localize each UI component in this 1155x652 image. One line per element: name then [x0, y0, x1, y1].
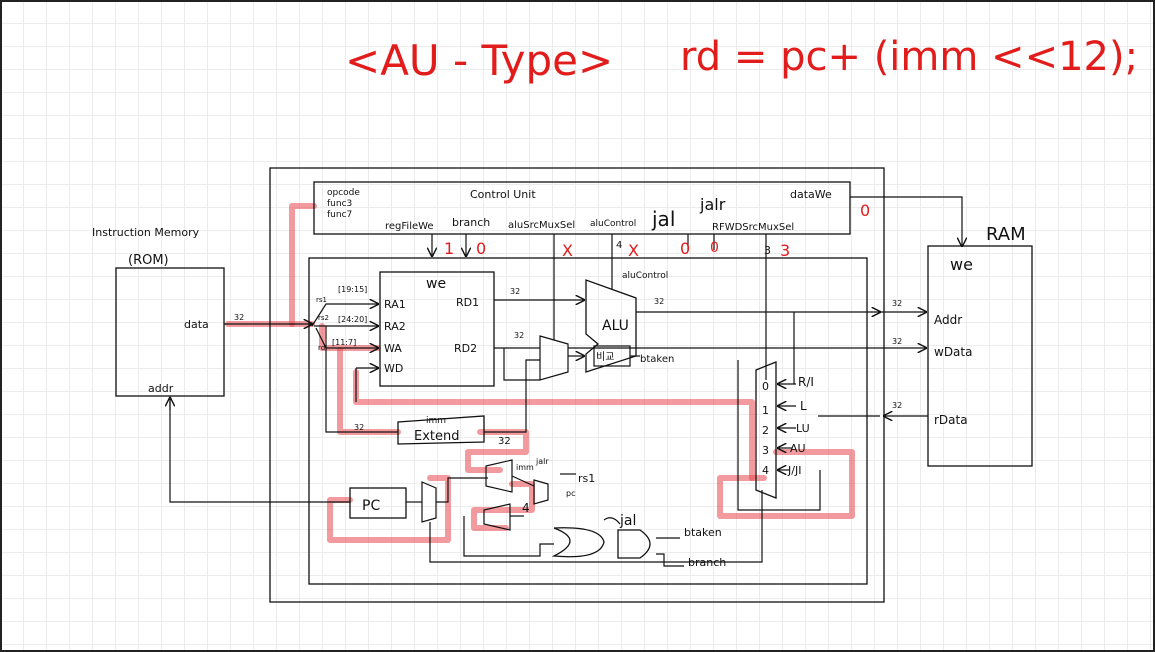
slice-rd: [11:7]: [332, 338, 356, 347]
ram-wdata: wData: [934, 345, 972, 359]
datapath-boundary: [308, 257, 868, 585]
cu-input-func3: func3: [327, 199, 352, 209]
extend-label: Extend: [414, 429, 460, 444]
pc-pc-label: pc: [566, 489, 575, 498]
header: <AU - Type> rd = pc+ (imm <<12);: [345, 34, 1138, 85]
branch-jal-label: jal: [619, 513, 636, 529]
ram-addr-width: 32: [892, 299, 902, 308]
alu-btaken-label: btaken: [640, 354, 674, 365]
value-reg-file-we: 1: [444, 239, 454, 258]
instruction-memory: Instruction Memory (ROM) data addr 32: [92, 226, 350, 503]
alu-control-label: aluControl: [622, 271, 668, 281]
title: <AU - Type>: [345, 36, 613, 85]
mark-rs2: rs2: [318, 314, 329, 322]
mux-index-3: 3: [762, 444, 769, 457]
extend-block: Extend imm 32 32: [354, 359, 540, 447]
port-wa: WA: [384, 342, 402, 355]
port-ra1: RA1: [384, 298, 406, 311]
regfile-we: we: [426, 276, 446, 292]
branch-logic: jal btaken branch: [463, 513, 726, 569]
alu-block: ALU aluControl 비교 btaken 32 32 32: [494, 266, 880, 381]
rom-data-width: 32: [234, 313, 244, 322]
register-file: we RA1 RA2 WA WD RD1 RD2 [19:15] [24:20]…: [311, 271, 495, 433]
signal-alu-control: aluControl: [590, 219, 636, 229]
value-branch: 0: [476, 239, 486, 258]
pc-jalr-label: jalr: [535, 457, 549, 466]
cu-input-func7: func7: [327, 210, 352, 220]
signal-jalr: jalr: [699, 195, 726, 214]
mux-source-jji: J/JI: [787, 464, 801, 477]
port-wd: WD: [384, 362, 403, 375]
mux-index-1: 1: [762, 404, 769, 417]
mux-index-4: 4: [762, 464, 769, 477]
extend-in-width: 32: [354, 423, 364, 432]
extend-out-width: 32: [498, 436, 511, 447]
cpu-boundary: [269, 167, 885, 603]
alu-label: ALU: [602, 318, 629, 334]
width-alu-control: 4: [616, 240, 622, 251]
signal-alu-src-mux-sel: aluSrcMuxSel: [508, 220, 575, 231]
mux-index-0: 0: [762, 380, 769, 393]
ram-rdata: rData: [934, 413, 968, 427]
ram-rdata-width: 32: [892, 401, 902, 410]
branch-btaken-label: btaken: [684, 526, 722, 539]
value-jal: 0: [680, 239, 690, 258]
branch-branch-label: branch: [688, 556, 726, 569]
ram-we: we: [950, 255, 973, 274]
control-unit-title: Control Unit: [470, 188, 536, 201]
ram-title: RAM: [986, 224, 1026, 245]
compare-label: 비교: [596, 351, 614, 363]
pc-imm-label: imm: [516, 463, 534, 472]
rom-data-label: data: [184, 318, 209, 331]
writeback-mux: 0 1 2 3 4 R/I L LU AU J/JI: [737, 312, 880, 511]
rom-title: Instruction Memory: [92, 226, 200, 239]
formula: rd = pc+ (imm <<12);: [680, 34, 1138, 80]
signal-rf-wd-src-mux-sel: RFWDSrcMuxSel: [712, 222, 794, 233]
extend-imm-label: imm: [426, 416, 446, 426]
mark-rd: rd: [318, 344, 325, 352]
ram-block: RAM we Addr wData rData 32 32 32: [568, 224, 1033, 467]
mux-index-2: 2: [762, 424, 769, 437]
rd1-width: 32: [510, 287, 520, 296]
port-rd2: RD2: [454, 342, 477, 355]
pc-plus4: 4: [522, 501, 530, 515]
value-alu-src-mux-sel: X: [562, 241, 573, 260]
mux-source-lu: LU: [796, 422, 810, 435]
rd2-width: 32: [514, 331, 524, 340]
width-rf-wd-src-mux-sel: 3: [764, 244, 771, 257]
mux-source-au: AU: [790, 442, 806, 455]
pc-rs1-label: rs1: [578, 472, 595, 485]
highlight-path: [225, 203, 855, 543]
slice-rs1: [19:15]: [338, 285, 367, 294]
port-rd1: RD1: [456, 296, 479, 309]
pc-block: PC imm jalr rs1 pc 4: [349, 457, 763, 563]
value-alu-control: X: [628, 241, 639, 260]
value-jalr: 0: [710, 240, 719, 256]
mux-source-ri: R/I: [798, 375, 814, 389]
pc-label: PC: [362, 498, 380, 514]
signal-branch: branch: [452, 216, 490, 229]
signal-reg-file-we: regFileWe: [385, 221, 434, 232]
alu-out-width: 32: [654, 297, 664, 306]
cu-input-opcode: opcode: [327, 188, 360, 198]
mark-rs1: rs1: [316, 296, 327, 304]
value-data-we: 0: [860, 201, 870, 220]
value-rf-wd-src-mux-sel: 3: [780, 241, 790, 260]
control-unit: opcode func3 func7 Control Unit regFileW…: [313, 181, 962, 380]
rom-subtitle: (ROM): [128, 253, 169, 268]
rom-addr-label: addr: [148, 382, 174, 395]
signal-jal: jal: [651, 207, 675, 231]
ram-addr: Addr: [934, 313, 962, 327]
mux-source-l: L: [800, 399, 807, 413]
signal-data-we: dataWe: [790, 188, 832, 201]
slice-rs2: [24:20]: [338, 315, 367, 324]
port-ra2: RA2: [384, 320, 406, 333]
ram-wdata-width: 32: [892, 337, 902, 346]
